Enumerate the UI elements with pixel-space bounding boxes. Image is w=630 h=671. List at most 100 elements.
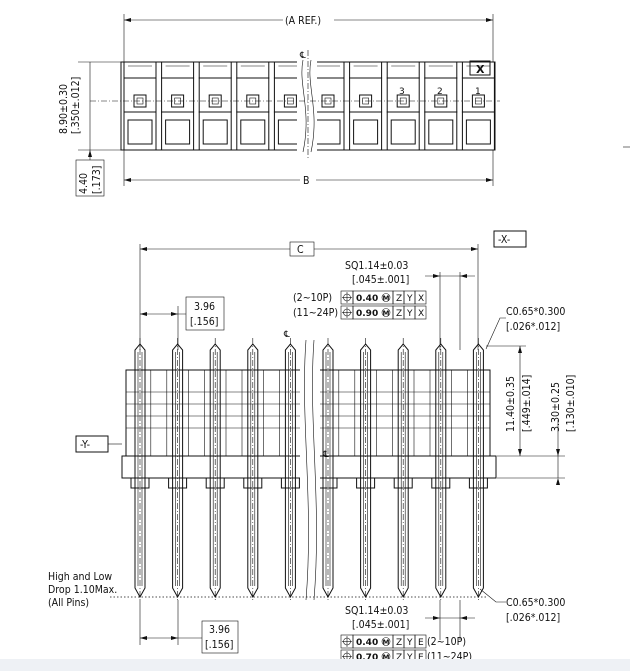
top-cell-upper — [161, 61, 195, 79]
datum-x-label: X — [476, 63, 485, 76]
top-cell-upper — [123, 61, 157, 79]
mmc-letter: M — [383, 639, 390, 647]
front-standoff — [130, 477, 150, 489]
top-pin-square — [208, 94, 222, 108]
mmc-icon — [381, 308, 391, 317]
mmc-letter: M — [383, 295, 390, 303]
tol-range: (2~10P) — [427, 636, 466, 648]
height-dim-in: [.350±.012] — [70, 77, 82, 134]
datum-ref: Y — [406, 309, 413, 319]
sq-bottom-mm: SQ1.14±0.03 — [345, 605, 408, 617]
top-centerline-mark: ℄ — [299, 51, 306, 61]
datum-ref: E — [418, 653, 424, 663]
front-break-line-2 — [312, 339, 317, 601]
chamfer-top-mm: C0.65*0.300 — [506, 306, 565, 318]
pin-number-3: 3 — [399, 87, 405, 97]
tol-value: 0.90 — [356, 309, 378, 319]
front-standoff — [468, 477, 488, 489]
mmc-letter: M — [383, 310, 390, 318]
housing-h-in: [.130±.010] — [565, 375, 577, 432]
front-centerline-mark-top: ℄ — [283, 330, 290, 340]
top-cavity — [390, 119, 416, 145]
housing-h-mm: 3.30±0.25 — [550, 382, 562, 432]
tol-value: 0.40 — [356, 294, 378, 304]
top-break-line-2 — [309, 59, 315, 153]
tol-range: (11~24P) — [293, 307, 338, 319]
front-pins — [121, 338, 497, 602]
top-cavity — [315, 119, 341, 145]
top-cell-upper — [236, 61, 270, 79]
viewer-bottom-strip — [0, 659, 630, 671]
datum-y-label: -Y- — [80, 439, 90, 451]
front-standoff — [168, 477, 188, 489]
top-cavity — [127, 119, 153, 145]
pin-number-2: 2 — [437, 87, 443, 97]
datum-x-frame — [493, 230, 527, 248]
datum-ref: Z — [396, 309, 402, 319]
chamfer-top-in: [.026*.012] — [506, 321, 560, 333]
front-standoff — [356, 477, 376, 489]
offset-dim-mm: 4.40 — [78, 173, 90, 194]
drop-note-2: Drop 1.10Max. — [48, 584, 117, 596]
tol-value: 0.70 — [356, 653, 378, 663]
tol-range: (2~10P) — [293, 292, 332, 304]
datum-ref: X — [418, 294, 424, 304]
pitch-top-mm: 3.96 — [194, 301, 215, 313]
top-cavity — [240, 119, 266, 145]
top-cell-upper — [349, 61, 383, 79]
top-cavity — [428, 119, 454, 145]
top-cell-upper — [198, 61, 232, 79]
tol-value: 0.40 — [356, 638, 378, 648]
offset-dim-in: [.173] — [91, 166, 103, 194]
top-cavity — [202, 119, 228, 145]
chamfer-bottom-in: [.026*.012] — [506, 612, 560, 624]
pitch-bottom-in: [.156] — [205, 639, 233, 651]
datum-ref: Z — [396, 653, 402, 663]
dim-b: B — [303, 175, 309, 187]
top-housing — [120, 50, 496, 160]
drop-note-3: (All Pins) — [48, 597, 89, 609]
datum-ref: Y — [406, 294, 413, 304]
front-break-line-1 — [304, 339, 309, 601]
top-break-line-1 — [301, 59, 307, 153]
datum-ref: E — [418, 638, 424, 648]
mmc-icon — [381, 293, 391, 302]
top-cavity — [353, 119, 379, 145]
top-cavity — [165, 119, 191, 145]
upper-len-mm: 11.40±0.35 — [505, 376, 517, 432]
front-standoff — [431, 477, 451, 489]
datum-x-box — [469, 60, 491, 76]
dim-c: C — [297, 244, 304, 256]
front-standoff — [243, 477, 263, 489]
datum-ref: Y — [406, 653, 413, 663]
mmc-icon — [381, 637, 391, 646]
pin-number-1: 1 — [475, 87, 481, 97]
sq-top-in: [.045±.001] — [352, 274, 409, 286]
pitch-bottom-mm: 3.96 — [209, 624, 230, 636]
datum-ref: Z — [396, 638, 402, 648]
top-view: (A REF.) X 3 2 1 ℄ B 8.90±0.30 [.350±.01… — [58, 14, 630, 197]
upper-len-in: [.449±.014] — [521, 375, 533, 432]
pitch-top-in: [.156] — [190, 316, 218, 328]
datum-ref: X — [418, 309, 424, 319]
mmc-letter: M — [383, 654, 390, 662]
height-dim-mm: 8.90±0.30 — [58, 84, 70, 134]
dim-a-ref: (A REF.) — [285, 15, 321, 27]
front-standoff — [205, 477, 225, 489]
datum-x-front: -X- — [498, 234, 510, 246]
datum-ref: Y — [406, 638, 413, 648]
front-centerline-mark-bottom: ℄ — [322, 450, 329, 460]
datum-ref: Z — [396, 294, 402, 304]
sq-top-mm: SQ1.14±0.03 — [345, 260, 408, 272]
top-cell-upper — [386, 61, 420, 79]
top-cavity — [465, 119, 491, 145]
chamfer-bottom-mm: C0.65*0.300 — [506, 597, 565, 609]
top-cell-upper — [424, 61, 458, 79]
front-standoff — [393, 477, 413, 489]
front-standoff — [280, 477, 300, 489]
sq-bottom-in: [.045±.001] — [352, 619, 409, 631]
drop-note-1: High and Low — [48, 571, 112, 583]
